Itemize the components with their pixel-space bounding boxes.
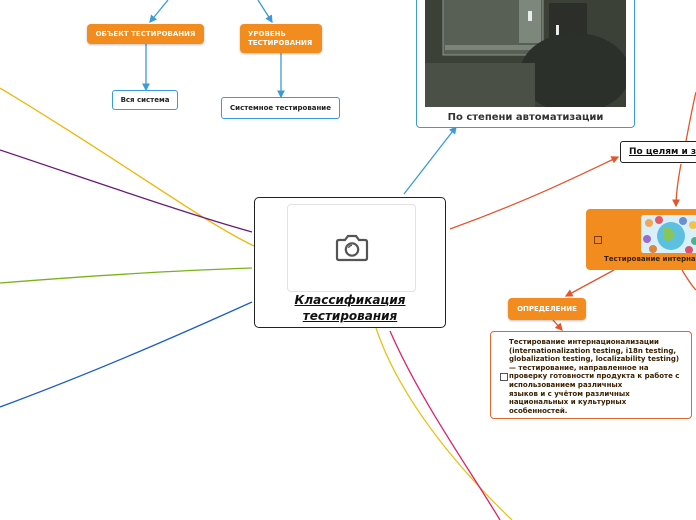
connector-def-text xyxy=(552,319,563,331)
central-topic-node[interactable]: Классификация тестирования xyxy=(254,197,446,328)
connector-to-level xyxy=(257,0,273,24)
definition-label: ОПРЕДЕЛЕНИЕ xyxy=(517,304,577,313)
branch-line-purple xyxy=(0,149,253,233)
internationalization-label: Тестирование интерна xyxy=(604,255,696,263)
camera-icon xyxy=(335,234,368,262)
connector-goals-up xyxy=(685,91,696,142)
whole-system-label: Вся система xyxy=(120,96,170,104)
connector-goals-intl xyxy=(672,163,682,208)
automation-node[interactable]: По степени автоматизации xyxy=(416,0,635,128)
branch-line-green xyxy=(0,267,253,284)
checkbox-icon[interactable] xyxy=(500,373,508,381)
automation-photo xyxy=(425,0,626,107)
whole-system-node[interactable]: Вся система xyxy=(112,90,178,110)
branch-line-yellow xyxy=(0,87,255,247)
image-placeholder[interactable] xyxy=(287,204,416,292)
branch-line-pink xyxy=(389,330,501,520)
connector-to-automation xyxy=(403,125,457,195)
connector-intl-right xyxy=(681,269,696,291)
testing-level-node[interactable]: УРОВЕНЬ ТЕСТИРОВАНИЯ xyxy=(240,24,322,53)
system-testing-node[interactable]: Системное тестирование xyxy=(221,97,340,119)
automation-caption: По степени автоматизации xyxy=(447,112,604,123)
globe-people-image xyxy=(641,215,696,253)
internationalization-node[interactable]: Тестирование интерна xyxy=(586,209,696,270)
definition-text: Тестирование интернационализации (intern… xyxy=(509,338,680,415)
checkbox-icon[interactable] xyxy=(594,236,602,244)
by-goals-label: По целям и з xyxy=(629,147,696,157)
connector-to-goals xyxy=(449,156,620,230)
object-of-testing-node[interactable]: ОБЪЕКТ ТЕСТИРОВАНИЯ xyxy=(87,24,204,44)
branch-line-gold xyxy=(375,327,513,520)
connector-intl-def xyxy=(564,269,615,297)
by-goals-node[interactable]: По целям и з xyxy=(620,141,696,163)
testing-level-label: УРОВЕНЬ ТЕСТИРОВАНИЯ xyxy=(248,30,313,47)
system-testing-label: Системное тестирование xyxy=(230,104,331,112)
definition-node[interactable]: ОПРЕДЕЛЕНИЕ xyxy=(508,298,586,320)
definition-text-node[interactable]: Тестирование интернационализации (intern… xyxy=(490,331,692,419)
central-topic-title: Классификация тестирования xyxy=(294,293,406,323)
branch-line-navy xyxy=(0,301,253,408)
connector-to-object xyxy=(149,0,169,24)
object-of-testing-label: ОБЪЕКТ ТЕСТИРОВАНИЯ xyxy=(95,29,196,38)
